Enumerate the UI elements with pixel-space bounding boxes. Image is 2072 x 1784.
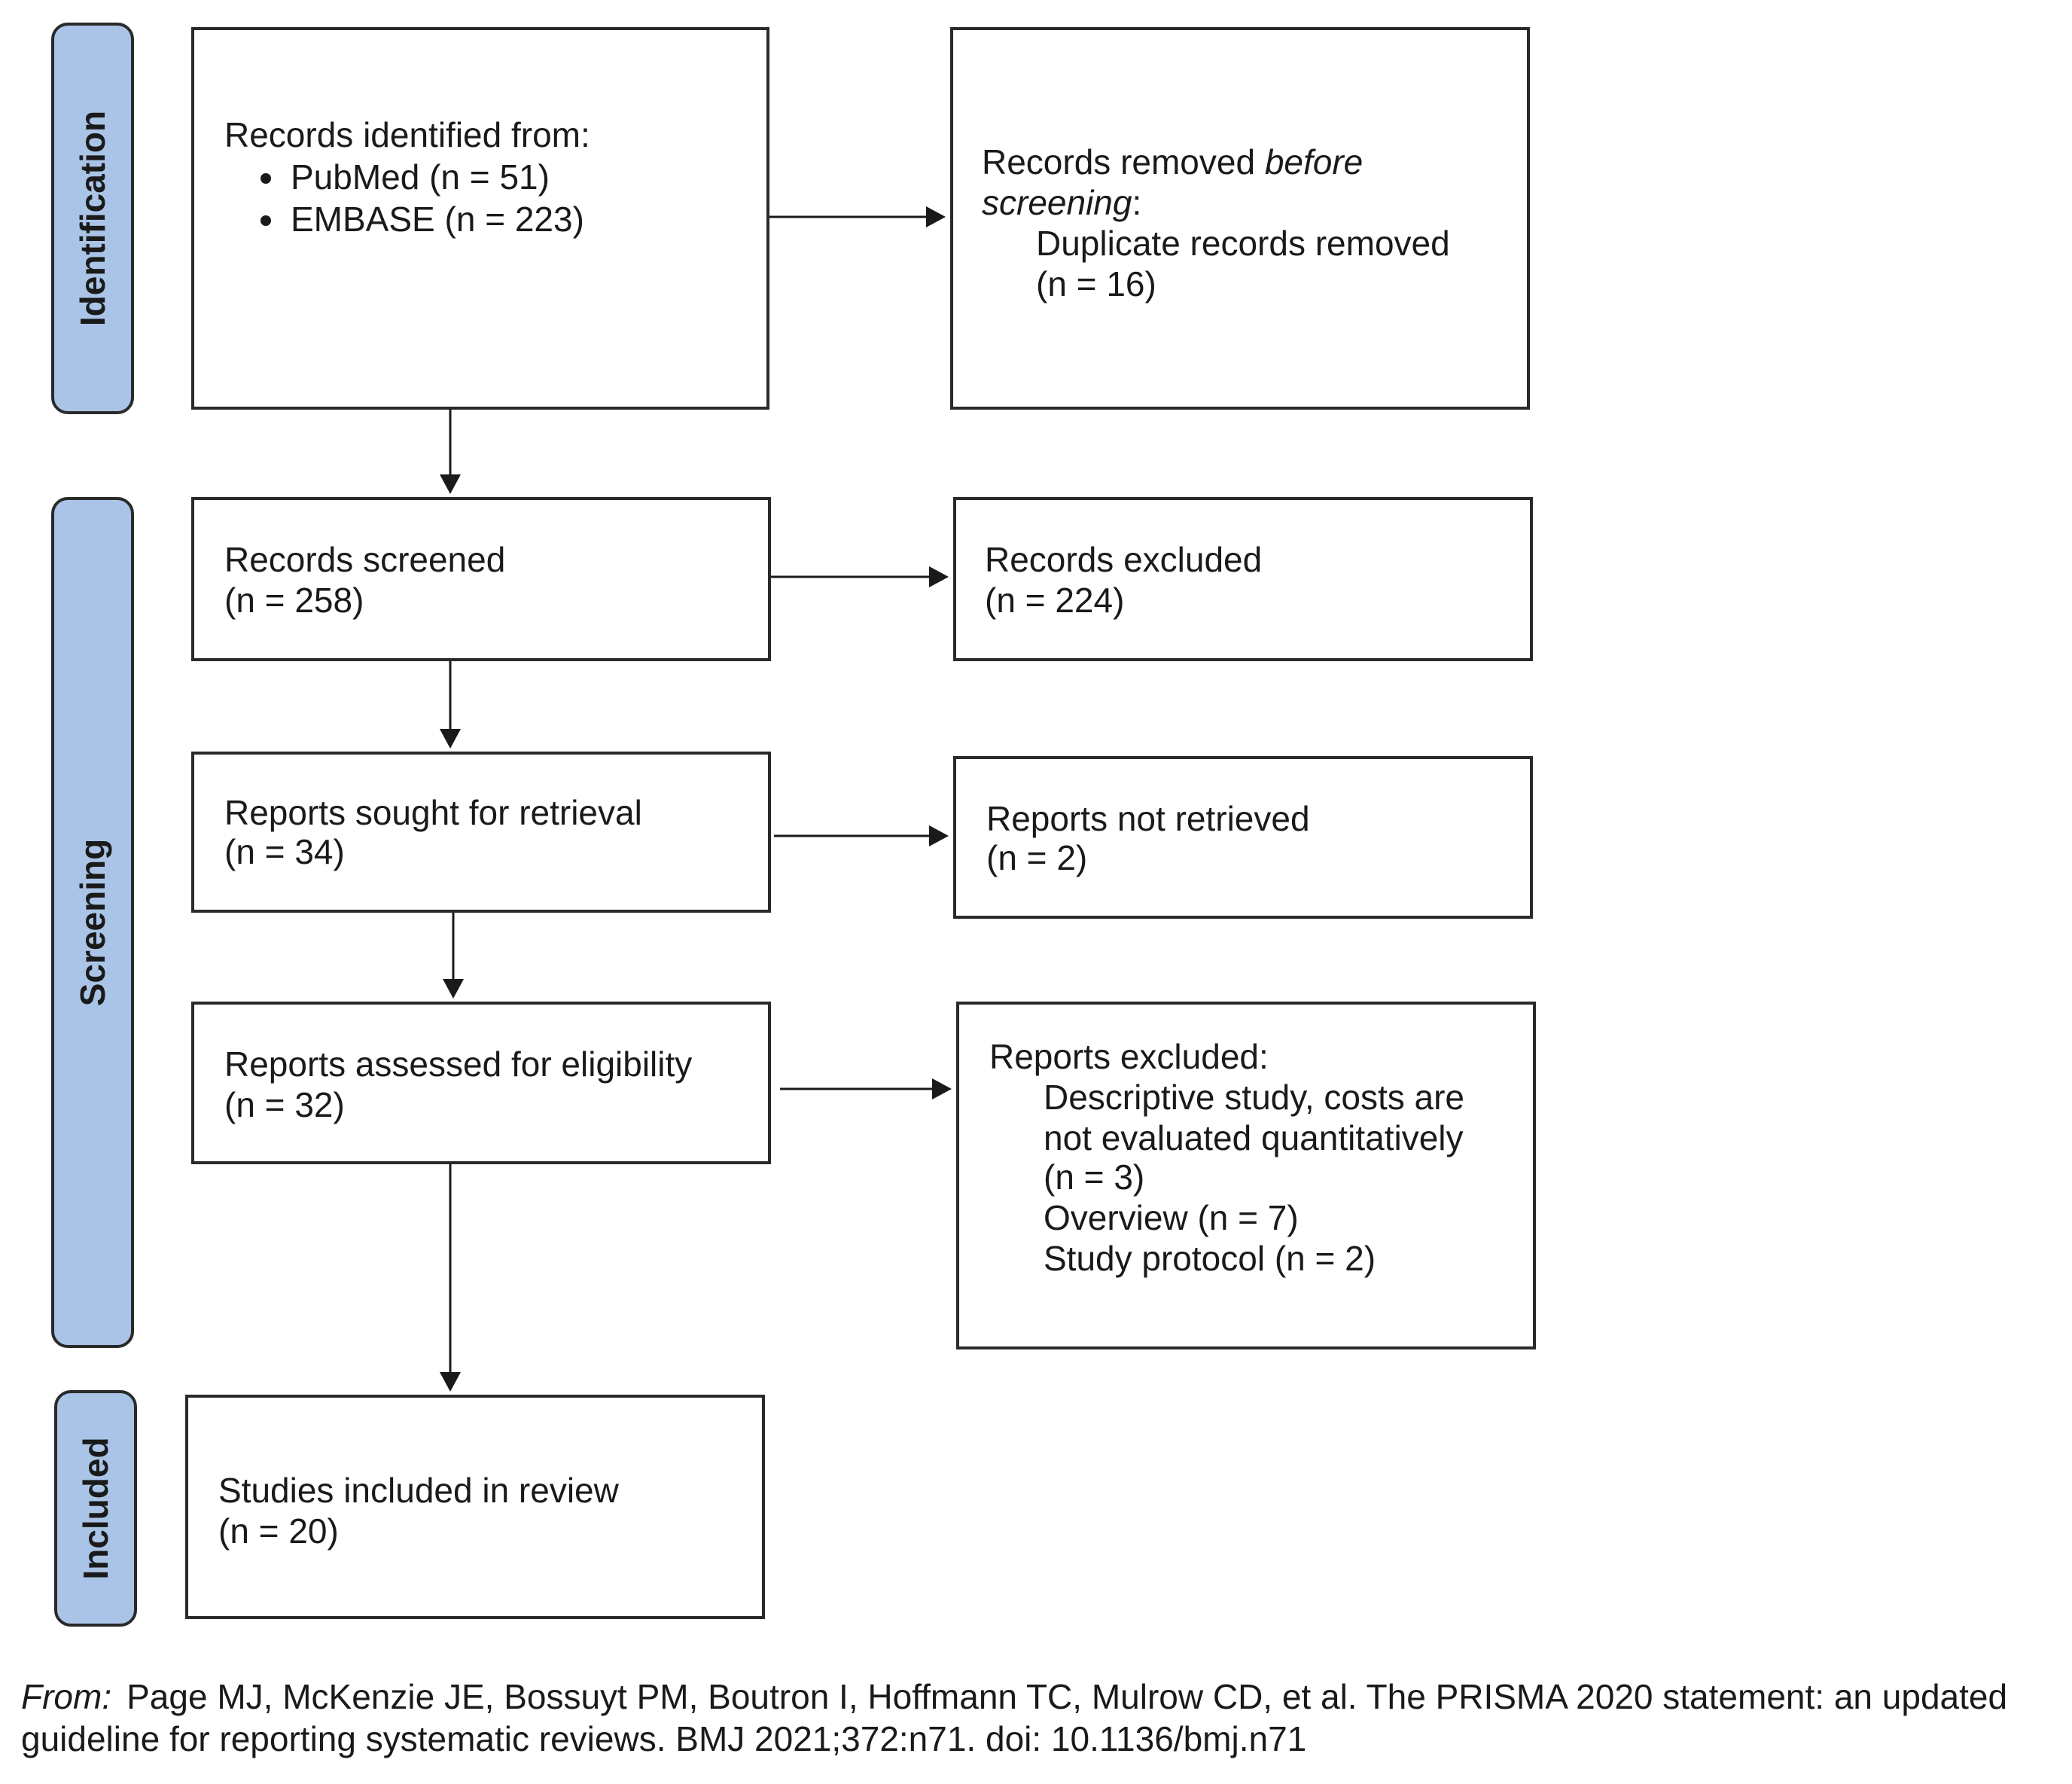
stage-included: Included — [54, 1390, 137, 1627]
arrowhead-icon — [929, 566, 949, 587]
exclusion-reason: not evaluated quantitatively — [1044, 1118, 1464, 1157]
arrowhead-icon — [440, 474, 461, 494]
arrowhead-icon — [443, 979, 464, 999]
records-removed-heading-line2: screening: — [982, 183, 1142, 222]
reports-assessed-count: (n = 32) — [224, 1085, 345, 1124]
records-screened-box: Records screened (n = 258) — [191, 497, 771, 661]
reports-sought-box: Reports sought for retrieval (n = 34) — [191, 752, 771, 913]
studies-included-box: Studies included in review (n = 20) — [185, 1395, 765, 1619]
reports-excluded-box: Reports excluded: Descriptive study, cos… — [956, 1002, 1536, 1349]
bullet-icon — [261, 215, 271, 226]
arrowhead-icon — [440, 1372, 461, 1392]
reports-assessed-label: Reports assessed for eligibility — [224, 1044, 693, 1084]
arrowhead-icon — [926, 206, 946, 227]
records-excluded-count: (n = 224) — [985, 581, 1125, 620]
records-excluded-box: Records excluded (n = 224) — [953, 497, 1533, 661]
records-screened-label: Records screened — [224, 540, 506, 579]
arrowhead-icon — [932, 1078, 952, 1099]
reports-not-retrieved-box: Reports not retrieved (n = 2) — [953, 756, 1533, 919]
source-embase: EMBASE (n = 223) — [291, 200, 584, 239]
arrowhead-icon — [440, 729, 461, 749]
stage-identification: Identification — [51, 23, 134, 414]
records-identified-box: Records identified from: PubMed (n = 51)… — [191, 27, 769, 410]
studies-included-count: (n = 20) — [218, 1511, 339, 1551]
exclusion-reason: Study protocol (n = 2) — [1044, 1239, 1376, 1278]
studies-included-label: Studies included in review — [218, 1471, 619, 1510]
duplicates-count: (n = 16) — [1036, 264, 1156, 303]
records-removed-heading-line1: Records removed before — [982, 142, 1364, 181]
records-removed-box: Records removed before screening: Duplic… — [950, 27, 1530, 410]
reports-sought-count: (n = 34) — [224, 832, 345, 871]
records-identified-heading: Records identified from: — [224, 115, 590, 154]
citation-text-1: Page MJ, McKenzie JE, Bossuyt PM, Boutro… — [126, 1677, 2008, 1716]
reports-excluded-heading: Reports excluded: — [989, 1037, 1269, 1076]
exclusion-reason: Descriptive study, costs are — [1044, 1078, 1465, 1117]
exclusion-reason: (n = 3) — [1044, 1157, 1145, 1197]
bullet-icon — [261, 173, 271, 184]
source-pubmed: PubMed (n = 51) — [291, 157, 550, 197]
exclusion-reason: Overview (n = 7) — [1044, 1198, 1299, 1237]
citation-line2: guideline for reporting systematic revie… — [21, 1719, 1307, 1758]
reports-sought-label: Reports sought for retrieval — [224, 793, 642, 832]
arrowhead-icon — [929, 825, 949, 846]
reports-not-retrieved-count: (n = 2) — [986, 838, 1088, 877]
citation-from: From: — [21, 1677, 112, 1716]
reports-not-retrieved-label: Reports not retrieved — [986, 799, 1310, 838]
citation-line1: From: Page MJ, McKenzie JE, Bossuyt PM, B… — [21, 1676, 2054, 1718]
citation: From: Page MJ, McKenzie JE, Bossuyt PM, B… — [21, 1676, 2054, 1760]
reports-assessed-box: Reports assessed for eligibility (n = 32… — [191, 1002, 771, 1164]
records-excluded-label: Records excluded — [985, 540, 1263, 579]
records-screened-count: (n = 258) — [224, 581, 364, 620]
stage-screening: Screening — [51, 497, 134, 1348]
duplicates-label: Duplicate records removed — [1036, 224, 1450, 263]
